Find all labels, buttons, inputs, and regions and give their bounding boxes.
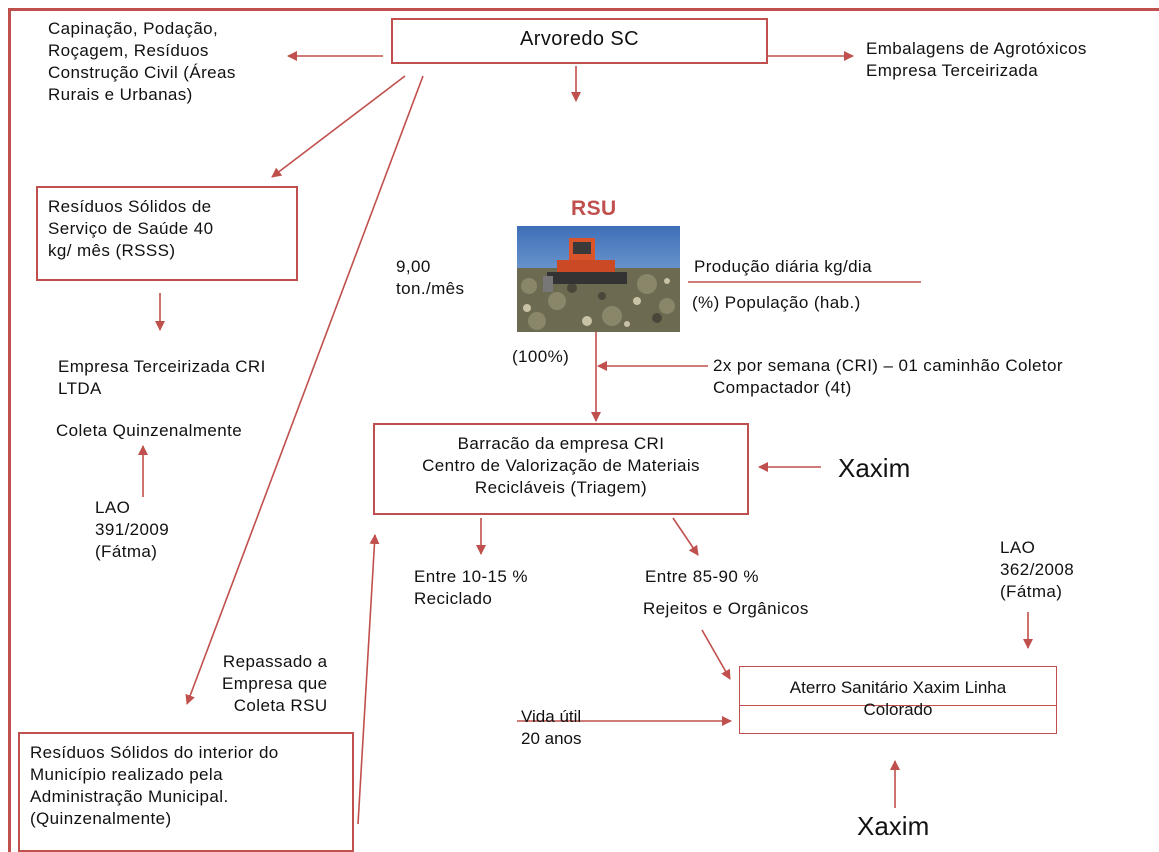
slide-frame-top bbox=[8, 8, 1159, 11]
arrow-title-to-interior bbox=[185, 75, 424, 705]
rsss-collection: Coleta Quinzenalmente bbox=[56, 421, 243, 440]
rsu-title: RSU bbox=[571, 197, 617, 220]
landfill-bulldozer-icon bbox=[517, 226, 680, 332]
barracao-box bbox=[373, 423, 749, 515]
top-left-note: Capinação, Podação, Roçagem, Resíduos Co… bbox=[48, 19, 236, 104]
aterro-city-label: Xaxim bbox=[857, 811, 930, 841]
rsu-daily-production: Produção diária kg/dia bbox=[694, 257, 872, 276]
rsss-company: Empresa Terceirizada CRI LTDA bbox=[58, 357, 266, 398]
rsss-box bbox=[36, 186, 298, 281]
slide-frame-left bbox=[8, 8, 11, 852]
aterro-box-text: Aterro Sanitário Xaxim Linha Colorado bbox=[789, 678, 1007, 719]
rsu-collection-frequency: 2x por semana (CRI) – 01 caminhão Coleto… bbox=[713, 356, 1063, 397]
arrow-title-to-rsss bbox=[271, 75, 406, 178]
title-text: Arvoredo SC bbox=[520, 28, 639, 50]
aterro-divider bbox=[739, 705, 1057, 706]
rsu-tonnage: 9,00 ton./mês bbox=[396, 257, 465, 298]
interior-box bbox=[18, 732, 354, 852]
arrow-interior-up bbox=[357, 534, 380, 825]
rsss-license: LAO 391/2009 (Fátma) bbox=[95, 498, 170, 561]
arrow-barracao-to-rejects bbox=[672, 517, 699, 556]
top-right-note: Embalagens de Agrotóxicos Empresa Tercei… bbox=[866, 39, 1087, 80]
title-box bbox=[391, 18, 768, 64]
recycled-label: Entre 10-15 % Reciclado bbox=[414, 567, 528, 608]
repassado-note: Repassado a Empresa que Coleta RSU bbox=[222, 652, 328, 715]
rsu-population: (%) População (hab.) bbox=[692, 293, 861, 312]
barracao-box-text: Barracão da empresa CRI Centro de Valori… bbox=[422, 434, 700, 497]
barracao-city-label: Xaxim bbox=[838, 453, 911, 483]
aterro-box bbox=[739, 666, 1057, 734]
rsss-box-text: Resíduos Sólidos de Serviço de Saúde 40 … bbox=[48, 197, 214, 260]
rejects-range: Entre 85-90 % bbox=[645, 567, 759, 586]
aterro-lifespan: Vida útil 20 anos bbox=[521, 707, 582, 748]
rejects-label: Rejeitos e Orgânicos bbox=[643, 599, 809, 618]
rsu-percent: (100%) bbox=[512, 347, 570, 366]
aterro-license: LAO 362/2008 (Fátma) bbox=[1000, 538, 1075, 601]
arrow-rejects-to-aterro bbox=[701, 629, 731, 680]
interior-box-text: Resíduos Sólidos do interior do Municípi… bbox=[30, 743, 279, 828]
